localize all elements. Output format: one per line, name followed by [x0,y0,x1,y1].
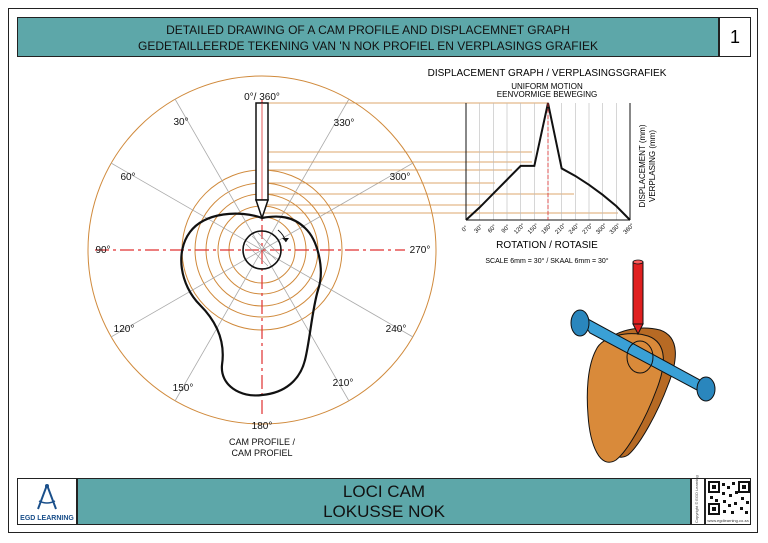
graph-tick-label: 210° [554,222,567,235]
angle-label-240: 240° [386,324,407,335]
angle-label-330: 330° [334,118,355,129]
projection-lines [262,102,618,214]
motion-label-en: UNIFORM MOTION [511,82,583,91]
angle-label-300: 300° [390,172,411,183]
shaft-circle [242,230,282,270]
angle-label-0: 0°/ 360° [244,92,280,103]
angle-label-180: 180° [252,421,273,432]
page-number: 1 [719,17,751,57]
shaft-collar [626,340,654,374]
qr-caption: www.egdlearning.co.za [707,518,749,523]
graph-y-label-af: VERPLASING (mm) [648,130,657,202]
qr-code[interactable]: www.egdlearning.co.za [705,478,751,525]
follower-tip [632,323,644,336]
angle-label-90: 90° [95,245,110,256]
graph-tick-label: 360° [623,222,636,235]
cam-3d-illustration [570,259,716,463]
title-english: DETAILED DRAWING OF A CAM PROFILE AND DI… [166,23,570,37]
center-lines [95,100,405,418]
footer-title-block: LOCI CAM LOKUSSE NOK [77,478,691,525]
compass-icon [37,484,57,510]
logo-text: EGD LEARNING [20,515,74,522]
angle-label-60: 60° [120,172,135,183]
copyright-text: Copyright © EGD Learning [694,475,699,523]
graph-tick-labels: 0°30°60°90°120°150°180°210°240°270°300°3… [461,222,636,235]
angle-label-150: 150° [173,383,194,394]
graph-tick-label: 0° [461,225,470,234]
graph-tick-label: 150° [527,222,540,235]
copyright-strip: Copyright © EGD Learning [691,475,705,525]
qr-code-icon [708,481,750,515]
graph-tick-label: 300° [595,222,608,235]
radial-lines [110,98,414,402]
displacement-graph: DISPLACEMENT GRAPH / VERPLASINGSGRAFIEK … [428,68,667,265]
title-block: DETAILED DRAWING OF A CAM PROFILE AND DI… [17,17,719,57]
angle-label-30: 30° [173,117,188,128]
graph-tick-label: 330° [609,222,622,235]
graph-tick-label: 120° [513,222,526,235]
footer-title-en: LOCI CAM [342,482,426,501]
title-afrikaans: GEDETAILLEERDE TEKENING VAN 'N NOK PROFI… [138,39,598,53]
follower-rod [632,261,644,325]
angle-label-120: 120° [114,324,135,335]
shaft-end-right [696,376,716,402]
shaft-end-left [570,309,590,337]
graph-tick-label: 30° [474,224,485,235]
shaft-hatch [245,232,280,267]
graph-tick-label: 90° [501,224,512,235]
egd-logo: EGD LEARNING [17,478,77,525]
graph-scale-note: SCALE 6mm = 30° / SKAAL 6mm = 30° [485,257,608,265]
graph-y-label-en: DISPLACEMENT (mm) [638,124,647,207]
cam-profile [180,212,322,397]
follower-top [632,259,644,265]
knife-edge-follower [254,102,270,221]
cam-body-face [586,333,664,463]
graph-tick-label: 180° [541,222,554,235]
motion-label-af: EENVORMIGE BEWEGING [497,90,597,99]
graph-title: DISPLACEMENT GRAPH / VERPLASINGSGRAFIEK [428,68,667,79]
graph-tick-label: 60° [487,224,498,235]
angle-label-270: 270° [410,245,431,256]
cam-caption-line1: CAM PROFILE / [229,437,296,447]
cam-caption-line2: CAM PROFIEL [231,448,292,458]
angle-label-210: 210° [333,378,354,389]
graph-x-label: ROTATION / ROTASIE [496,240,598,251]
drawing-frame [8,8,758,533]
outer-circle [87,75,437,425]
footer-title-af: LOKUSSE NOK [323,502,445,521]
graph-tick-label: 270° [582,222,595,235]
rotation-arrowhead [282,238,289,242]
graph-tick-label: 240° [568,222,581,235]
